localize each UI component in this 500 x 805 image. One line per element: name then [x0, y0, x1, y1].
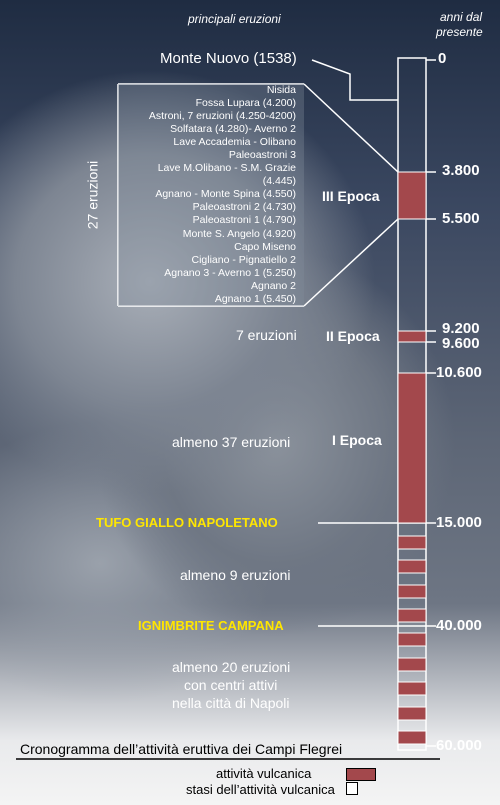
legend-active-swatch [346, 768, 376, 781]
tufo-marker-label: TUFO GIALLO NAPOLETANO [96, 515, 278, 530]
epoch-i-label: I Epoca [332, 432, 382, 448]
list-item: Solfatara (4.280)- Averno 2 [170, 123, 296, 136]
old-block-6 [397, 657, 427, 672]
list-item: Capo Miseno [234, 240, 296, 253]
naples-count-line1: almeno 20 eruzioni [172, 659, 291, 675]
list-item: Fossa Lupara (4.200) [195, 97, 296, 110]
years-header-line2: presente [436, 25, 483, 39]
monte-nuovo-connector [311, 59, 398, 101]
group-count-label: 27 eruzioni [84, 160, 101, 230]
tick-label-9600: 9.600 [442, 335, 480, 352]
tick-label-60000: 60.000 [436, 737, 482, 754]
epoch-iii-label: III Epoca [322, 188, 380, 204]
epoch-ii-count: 7 eruzioni [236, 327, 297, 343]
epoch-i-block [397, 372, 427, 524]
epoch-ii-block [397, 330, 427, 343]
naples-count-line3: nella città di Napoli [172, 695, 290, 711]
old-block-8 [397, 706, 427, 721]
years-header-line1: anni dal [440, 10, 483, 24]
old-block-4 [397, 608, 427, 623]
list-connector-bottom [303, 218, 399, 307]
tick-label-10600: 10.600 [436, 364, 482, 381]
list-item: (4.445) [262, 175, 296, 188]
epoch-iii-block [397, 171, 427, 220]
list-item: Monte S. Angelo (4.920) [182, 227, 296, 240]
legend-active-label: attività vulcanica [216, 766, 312, 781]
old-block-3 [397, 584, 427, 599]
old-block-1 [397, 535, 427, 550]
tick-label-40000: 40.000 [436, 617, 482, 634]
old-block-5 [397, 632, 427, 647]
old-block-7 [397, 681, 427, 696]
list-item: Nisida [266, 84, 296, 96]
list-item: Agnano 3 - Averno 1 (5.250) [164, 266, 296, 279]
old-block-2 [397, 559, 427, 574]
eruption-list: Nisida Fossa Lupara (4.200) Astroni, 7 e… [118, 84, 304, 306]
tick-label-5500: 5.500 [442, 210, 480, 227]
list-item: Lave M.Olibano - S.M. Grazie [157, 162, 296, 175]
tick-label-0: 0 [438, 50, 447, 67]
list-item: Agnano 2 [251, 279, 296, 292]
ignimbrite-marker-label: IGNIMBRITE CAMPANA [138, 618, 284, 633]
epoch-i-count: almeno 37 eruzioni [172, 434, 291, 450]
tick-label-9200: 9.200 [442, 320, 480, 337]
first-eruption-label: Monte Nuovo (1538) [160, 50, 297, 67]
naples-count-line2: con centri attivi [184, 677, 278, 693]
epoch-ii-label: II Epoca [326, 328, 380, 344]
old-block-9 [397, 730, 427, 745]
list-item: Agnano - Monte Spina (4.550) [155, 188, 296, 201]
legend-stasis-label: stasi dell’attività vulcanica [186, 782, 335, 797]
principal-eruptions-header: principali eruzioni [188, 12, 281, 26]
list-item: Paleoastroni 3 [228, 149, 296, 162]
legend-stasis-swatch [346, 782, 358, 795]
list-connector-top [303, 83, 399, 173]
post-ignimbrite-count: almeno 9 eruzioni [180, 567, 291, 583]
list-item: Paleoastroni 1 (4.790) [192, 214, 296, 227]
list-item: Paleoastroni 2 (4.730) [192, 201, 296, 214]
list-item: Lave Accademia - Olibano [173, 136, 296, 149]
list-item: Agnano 1 (5.450) [214, 292, 296, 305]
list-item: Cigliano - Pignatiello 2 [191, 253, 296, 266]
tick-label-15000: 15.000 [436, 514, 482, 531]
list-item: Astroni, 7 eruzioni (4.250-4200) [148, 110, 296, 123]
diagram-title: Cronogramma dell’attività eruttiva dei C… [20, 741, 343, 757]
tick-label-3800: 3.800 [442, 162, 480, 179]
